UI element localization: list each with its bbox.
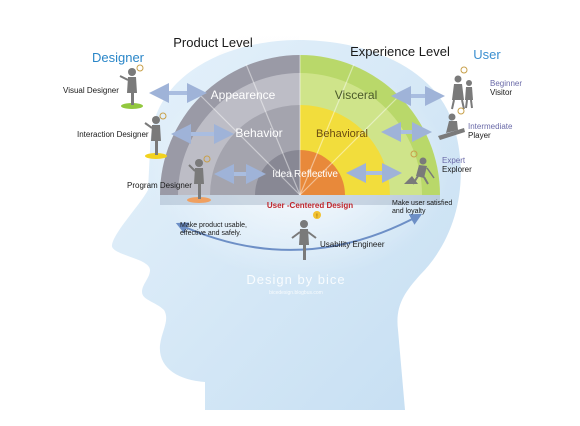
- layer-behavioral-label: Behavioral: [316, 128, 368, 140]
- watermark-sub: bicedesign.blogbus.com: [269, 290, 323, 296]
- program-designer-label: Program Designer: [127, 181, 192, 190]
- player-figure: [438, 107, 465, 140]
- interaction-designer-label: Interaction Designer: [77, 130, 149, 139]
- explorer-figure: [404, 150, 435, 185]
- dome-left-inner: [255, 150, 300, 195]
- watermark-main: Design by bice: [246, 272, 345, 287]
- ucd-label: User -Centered Design: [267, 201, 353, 210]
- dome-base-shadow: [160, 195, 440, 205]
- product-level-heading: Product Level: [173, 35, 253, 50]
- visitor-figure: [451, 66, 473, 110]
- dome-right-inner: [300, 150, 345, 195]
- visitor-label: Visitor: [490, 88, 512, 97]
- experience-level-heading: Experience Level: [350, 44, 450, 59]
- intermediate-level-label: Intermediate: [468, 122, 513, 131]
- make-usable-line2: effective and safely.: [180, 230, 241, 237]
- layer-reflective-label: Reflective: [294, 169, 338, 180]
- visual-designer-figure: [119, 64, 144, 109]
- usability-engineer-figure: !: [291, 211, 321, 260]
- interaction-designer-figure: [144, 112, 167, 159]
- expert-level-label: Expert: [442, 156, 466, 165]
- layer-appearance-label: Appearence: [211, 88, 276, 102]
- usability-engineer-label: Usability Engineer: [320, 240, 385, 249]
- beginner-level-label: Beginner: [490, 79, 522, 88]
- svg-text:!: !: [316, 214, 318, 220]
- visual-designer-label: Visual Designer: [63, 86, 119, 95]
- layer-visceral-label: Visceral: [335, 88, 377, 102]
- program-designer-figure: [187, 155, 211, 203]
- user-heading: User: [473, 47, 501, 62]
- explorer-label: Explorer: [442, 165, 472, 174]
- designer-heading: Designer: [92, 50, 145, 65]
- layer-behavior-label: Behavior: [235, 126, 282, 140]
- arrow-usability-loop: [175, 213, 423, 251]
- layer-idea-label: Idea: [272, 169, 292, 180]
- player-label: Player: [468, 131, 491, 140]
- make-usable-line1: Make product usable,: [180, 222, 247, 229]
- make-satisfied-line2: and loyalty: [392, 208, 426, 215]
- make-satisfied-line1: Make user satisfied: [392, 200, 452, 207]
